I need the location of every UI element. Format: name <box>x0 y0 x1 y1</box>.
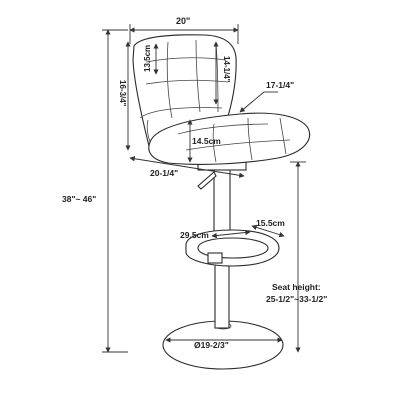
footrest-height-line <box>251 224 285 238</box>
seat-depth-label: 20-1/4" <box>150 168 178 178</box>
seat-thickness-label: 14.5cm <box>192 136 221 146</box>
dimension-lines <box>102 24 306 353</box>
stool-drawing <box>132 34 311 370</box>
seat-width-label: 17-1/4" <box>266 80 294 90</box>
footrest-depth-label: 29.5cm <box>180 230 209 240</box>
gas-pole-lower <box>214 261 230 329</box>
backrest-seam <box>139 107 223 119</box>
footrest-depth-line <box>211 229 251 239</box>
footrest-height-label: 15.5cm <box>256 218 285 228</box>
seat-width-leader <box>239 91 265 113</box>
backrest-height-label: 16-3/4" <box>118 80 127 107</box>
backrest-depth-label: 13.5cm <box>143 45 152 72</box>
base-diameter-label: Ø19-2/3" <box>194 340 229 350</box>
seat-height-value: 25-1/2"~33-1/2" <box>266 294 327 304</box>
seat-depth-line <box>129 156 245 178</box>
footrest-bracket <box>207 252 223 264</box>
backrest-inner-height-label: 14-1/4" <box>222 56 231 83</box>
back-width-label: 20" <box>176 16 190 26</box>
gas-lever <box>197 171 217 190</box>
seat-height-title: Seat height: <box>272 282 321 292</box>
seat-tufting <box>177 117 291 163</box>
dimension-labels: 20" 13.5cm 14-1/4" 17-1/4" 16-3/4" 14.5c… <box>62 16 327 350</box>
backrest-tufting <box>145 39 229 119</box>
overall-height-label: 38"~ 46" <box>62 194 96 204</box>
seat-side-panel <box>146 119 151 143</box>
